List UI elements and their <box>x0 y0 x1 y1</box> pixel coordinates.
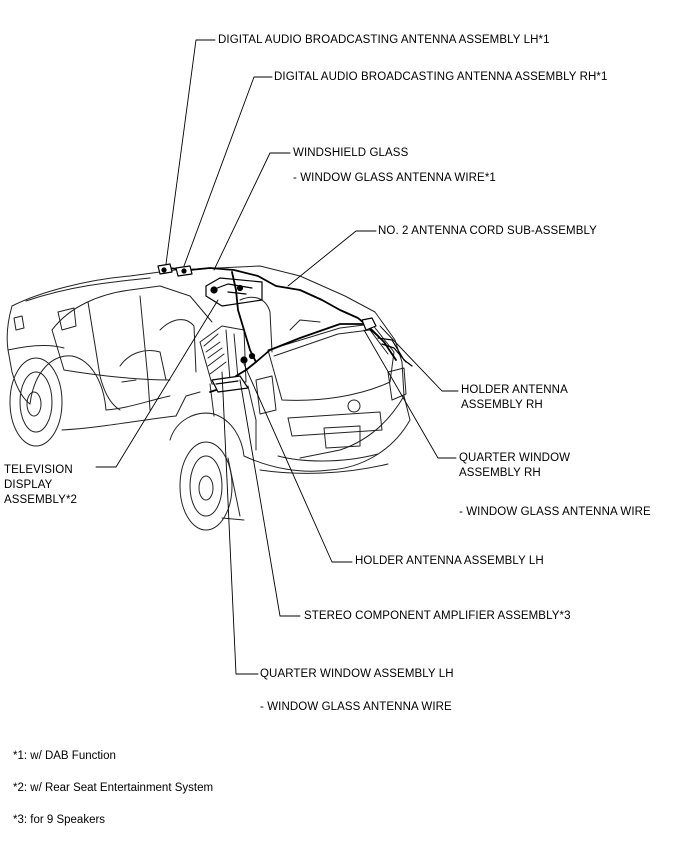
label-windshield-glass: WINDSHIELD GLASS <box>293 147 409 159</box>
footnote-3: *3: for 9 Speakers <box>13 814 106 826</box>
footnote-2: *2: w/ Rear Seat Entertainment System <box>13 782 214 794</box>
label-tv-display-line3: ASSEMBLY*2 <box>4 494 78 506</box>
label-quarter-window-rh-wire: - WINDOW GLASS ANTENNA WIRE <box>459 506 651 518</box>
vehicle-body <box>6 265 411 531</box>
label-holder-antenna-rh-line2: ASSEMBLY RH <box>461 399 543 411</box>
label-no2-antenna-cord: NO. 2 ANTENNA CORD SUB-ASSEMBLY <box>378 225 597 237</box>
label-tv-display-line1: TELEVISION <box>4 464 73 476</box>
label-quarter-window-rh-line2: ASSEMBLY RH <box>459 467 541 479</box>
label-quarter-window-lh: QUARTER WINDOW ASSEMBLY LH <box>260 668 454 680</box>
label-tv-display-line2: DISPLAY <box>4 479 53 491</box>
stereo-amplifier-block <box>211 352 256 393</box>
label-windshield-antenna-wire: - WINDOW GLASS ANTENNA WIRE*1 <box>293 172 496 184</box>
holder-antenna-rh <box>361 317 413 367</box>
label-holder-antenna-rh-line1: HOLDER ANTENNA <box>461 384 568 396</box>
leader-lines <box>95 39 459 675</box>
dab-antenna-blocks <box>157 263 193 277</box>
label-stereo-amplifier: STEREO COMPONENT AMPLIFIER ASSEMBLY*3 <box>304 610 571 622</box>
label-dab-antenna-rh: DIGITAL AUDIO BROADCASTING ANTENNA ASSEM… <box>274 71 608 83</box>
label-dab-antenna-lh: DIGITAL AUDIO BROADCASTING ANTENNA ASSEM… <box>218 34 550 46</box>
antenna-harness <box>167 267 397 393</box>
label-quarter-window-rh-line1: QUARTER WINDOW <box>459 452 571 464</box>
footnote-1: *1: w/ DAB Function <box>13 750 116 762</box>
tv-display-unit <box>205 277 263 307</box>
label-holder-antenna-lh: HOLDER ANTENNA ASSEMBLY LH <box>355 555 544 567</box>
label-quarter-window-lh-wire: - WINDOW GLASS ANTENNA WIRE <box>260 701 452 713</box>
